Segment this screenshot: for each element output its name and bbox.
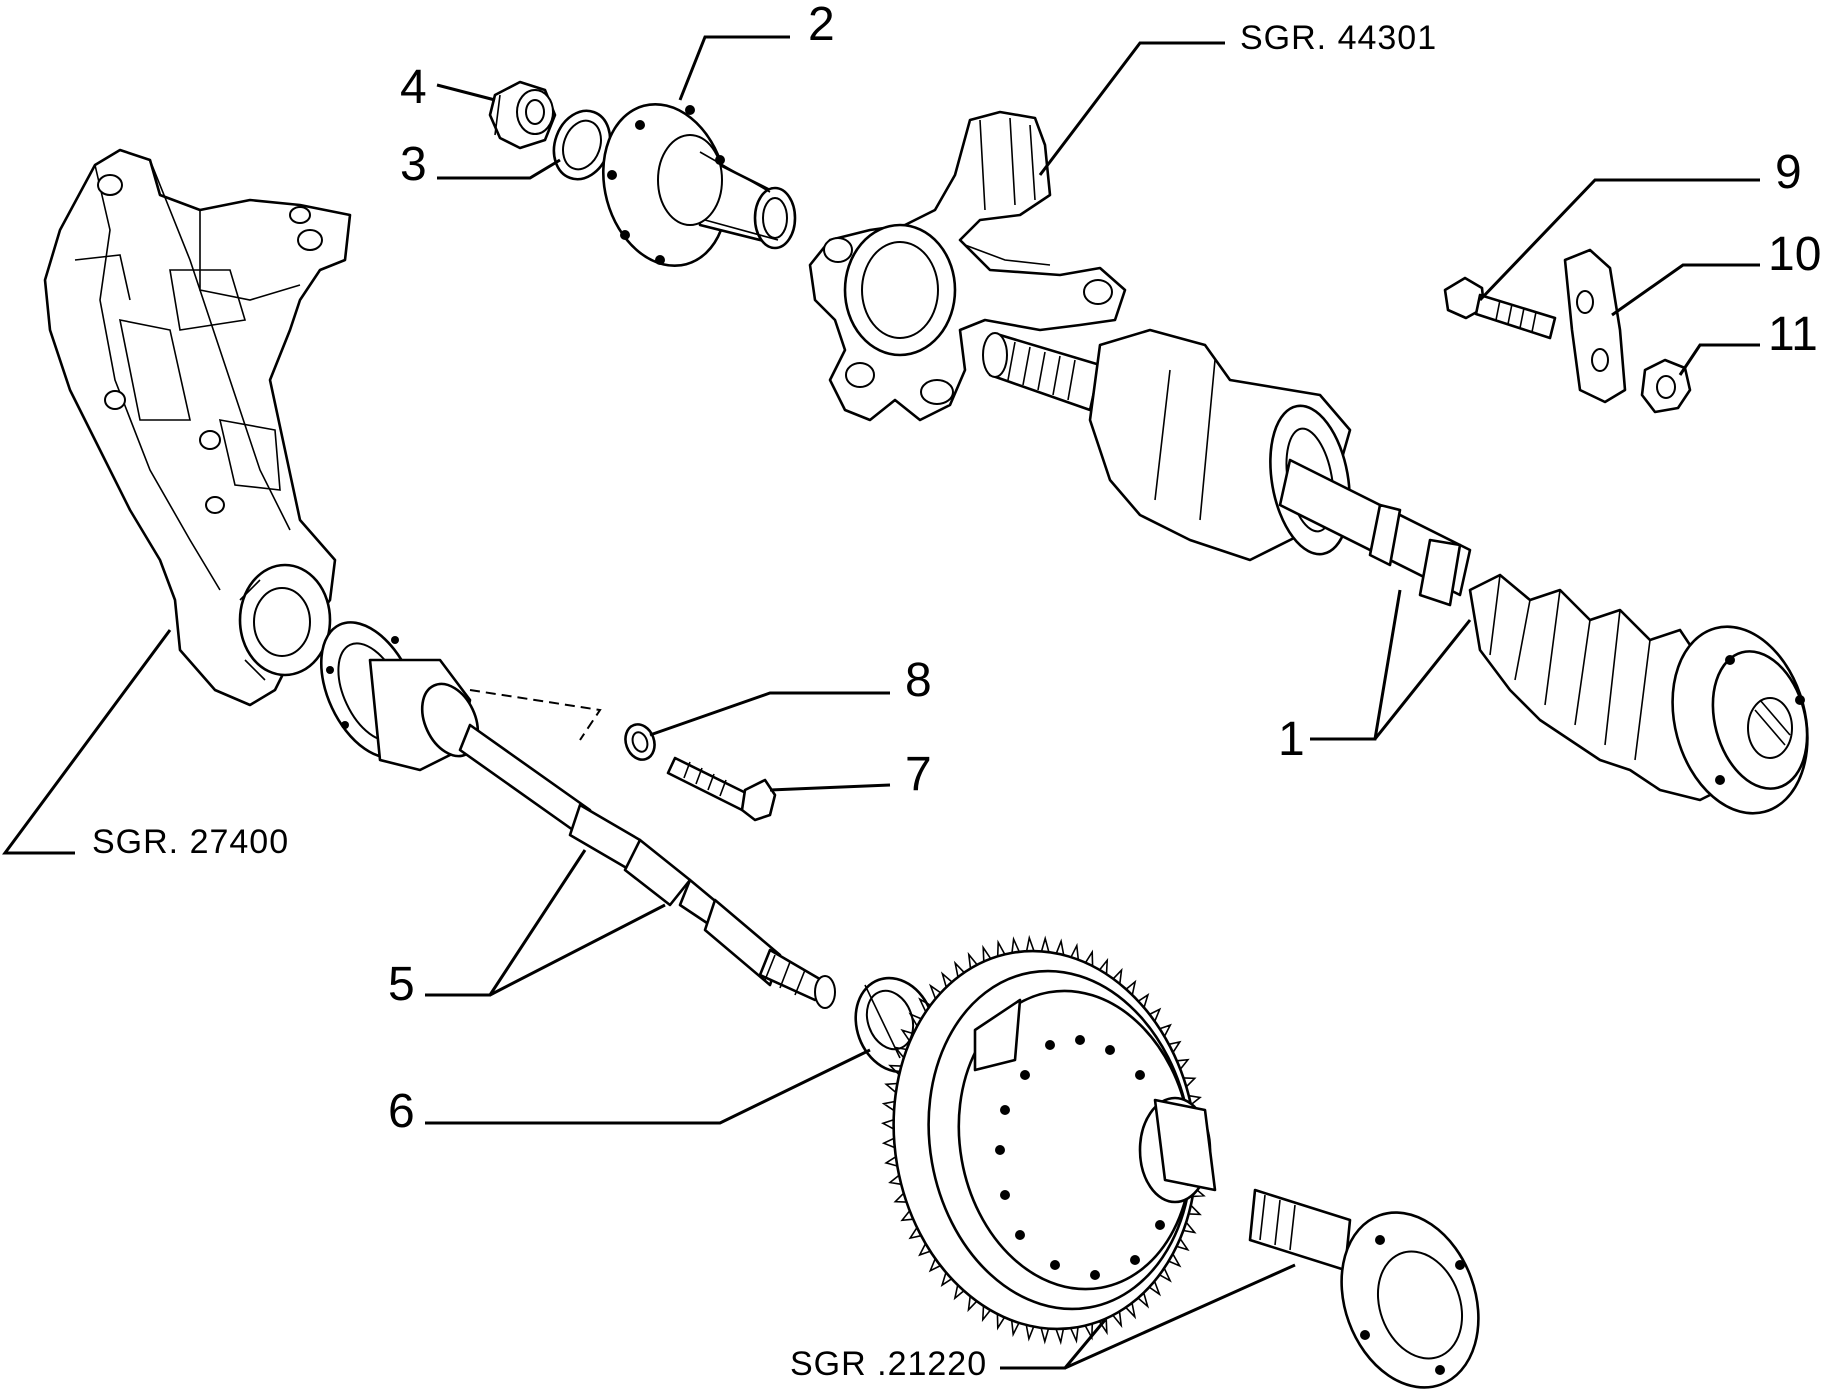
- callout-5: 5: [388, 958, 415, 1011]
- callout-9: 9: [1775, 146, 1802, 199]
- callout-8: 8: [905, 654, 932, 707]
- leader-lines: [2, 35, 1760, 1370]
- hub-part-2: [601, 102, 797, 268]
- callout-7: 7: [905, 748, 932, 801]
- inner-shaft-part-5: [319, 621, 836, 1009]
- bolt-part-9: [1443, 276, 1557, 340]
- callout-4: 4: [400, 61, 427, 114]
- drive-shaft-part-1: [982, 328, 1809, 815]
- dashed-assembly-line: [469, 689, 602, 741]
- plate-part-10: [1563, 248, 1627, 404]
- nut-part-4: [488, 80, 557, 150]
- differential-part: [880, 934, 1480, 1389]
- ref-rear-suspension-arm: SGR. 27400: [92, 823, 289, 861]
- steering-knuckle-part: [808, 110, 1127, 422]
- callout-11: 11: [1768, 308, 1818, 361]
- callout-6: 6: [388, 1085, 415, 1138]
- ref-differential: SGR .21220: [790, 1345, 987, 1383]
- bolt-part-7: [666, 756, 777, 822]
- washer-part-3: [552, 109, 612, 181]
- washer-part-8: [624, 723, 656, 761]
- callout-10: 10: [1768, 228, 1821, 281]
- callout-1: 1: [1278, 713, 1305, 766]
- suspension-arm-part: [43, 148, 352, 707]
- nut-part-11: [1640, 358, 1692, 414]
- ref-steering-knuckle: SGR. 44301: [1240, 19, 1437, 57]
- callout-2: 2: [808, 0, 835, 51]
- callout-3: 3: [400, 138, 427, 191]
